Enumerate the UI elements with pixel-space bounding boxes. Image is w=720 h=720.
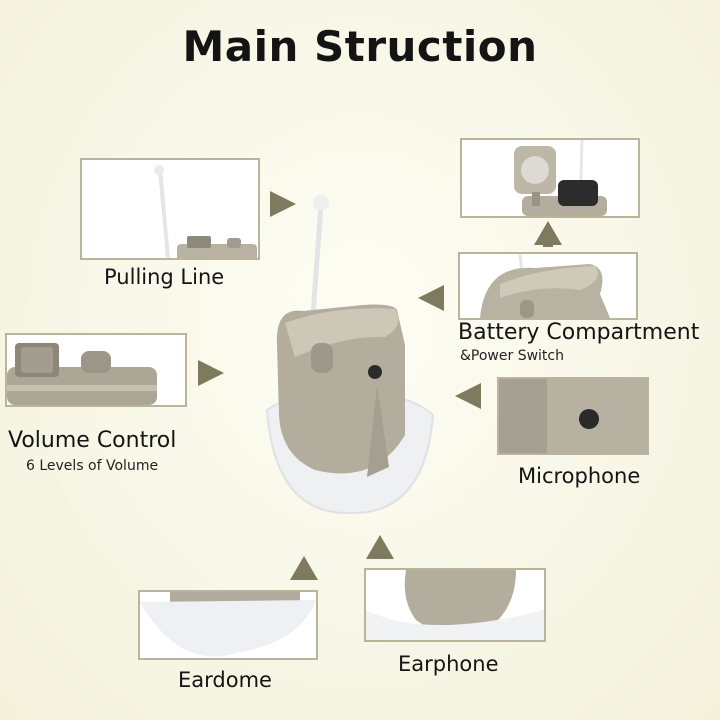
battery-image bbox=[480, 254, 610, 318]
pulling-line-image bbox=[154, 165, 257, 258]
eardome-arrow bbox=[290, 556, 318, 580]
volume-control-sublabel: 6 Levels of Volume bbox=[26, 458, 159, 474]
microphone-inset bbox=[497, 377, 649, 455]
volume-control-label: Volume Control bbox=[8, 428, 177, 453]
microphone-label: Microphone bbox=[518, 464, 641, 488]
earphone-label: Earphone bbox=[398, 652, 499, 676]
battery-arrow bbox=[418, 285, 444, 311]
hearing-aid-image bbox=[265, 195, 435, 515]
battery-inset bbox=[458, 252, 638, 320]
earphone-image bbox=[366, 570, 544, 640]
battery-up-arrow bbox=[534, 221, 562, 245]
earphone-arrow bbox=[366, 535, 394, 559]
battery-sublabel: &Power Switch bbox=[460, 348, 564, 364]
eardome-image bbox=[140, 592, 316, 657]
volume-control-arrow bbox=[198, 360, 224, 386]
microphone-arrow bbox=[455, 383, 481, 409]
pulling-line-arrow bbox=[270, 191, 296, 217]
eardome-inset bbox=[138, 590, 318, 660]
volume-control-inset bbox=[5, 333, 187, 407]
earphone-inset bbox=[364, 568, 546, 642]
battery-open-inset bbox=[460, 138, 640, 218]
microphone-image bbox=[499, 379, 647, 453]
pulling-line-label: Pulling Line bbox=[104, 265, 225, 289]
volume-control-image bbox=[7, 343, 157, 405]
battery-open-image bbox=[514, 140, 607, 216]
page-title: Main Struction bbox=[182, 22, 538, 71]
battery-label: Battery Compartment bbox=[458, 320, 700, 345]
pulling-line-inset bbox=[80, 158, 260, 260]
eardome-label: Eardome bbox=[178, 668, 272, 692]
battery-up-arrow-stem bbox=[543, 244, 553, 247]
